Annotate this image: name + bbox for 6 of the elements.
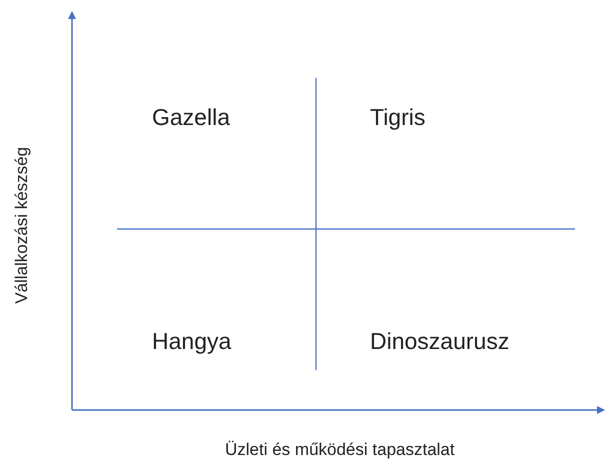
axis-label: Vállalkozási készség [12,146,32,304]
quadrant-label: Hangya [152,329,232,354]
quadrant-label: Dinoszaurusz [370,329,510,354]
quadrant-label: Tigris [370,105,426,130]
quadrant-label: Gazella [152,105,230,130]
axis-label: Üzleti és működési tapasztalat [225,440,455,460]
